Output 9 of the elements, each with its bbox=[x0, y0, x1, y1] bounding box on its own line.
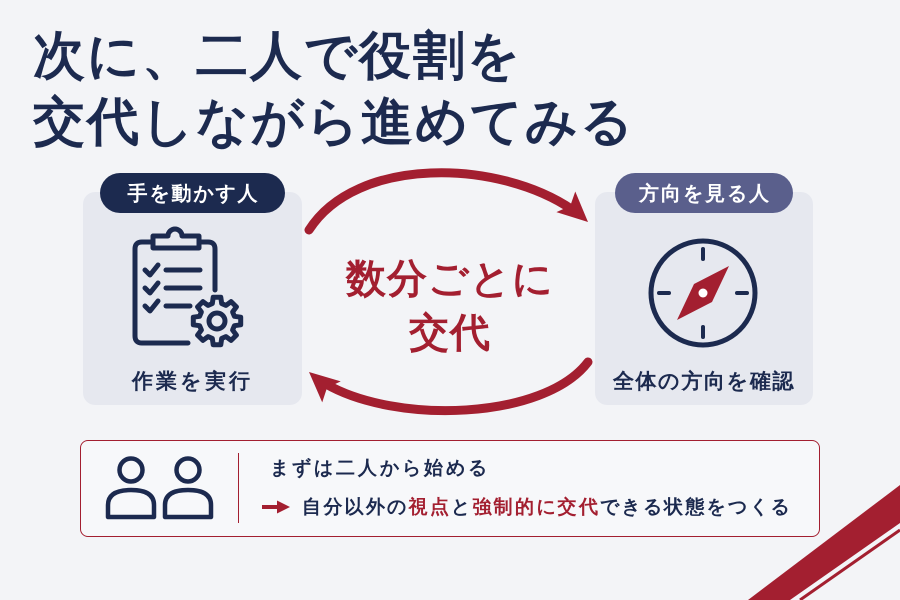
role-badge: 方向を見る人 bbox=[615, 173, 793, 213]
note-text: 自分以外の視点と強制的に交代できる状態をつくる bbox=[302, 495, 793, 520]
role-caption: 全体の方向を確認 bbox=[613, 368, 795, 394]
note-heading: まずは二人から始める bbox=[270, 456, 490, 481]
role-badge: 手を動かす人 bbox=[100, 173, 285, 213]
title: 次に、二人で役割を交代しながら進めてみる bbox=[33, 25, 636, 154]
center-label: 数分ごとに交代 bbox=[344, 255, 555, 358]
role-caption: 作業を実行 bbox=[132, 368, 253, 394]
note-box bbox=[80, 440, 820, 537]
